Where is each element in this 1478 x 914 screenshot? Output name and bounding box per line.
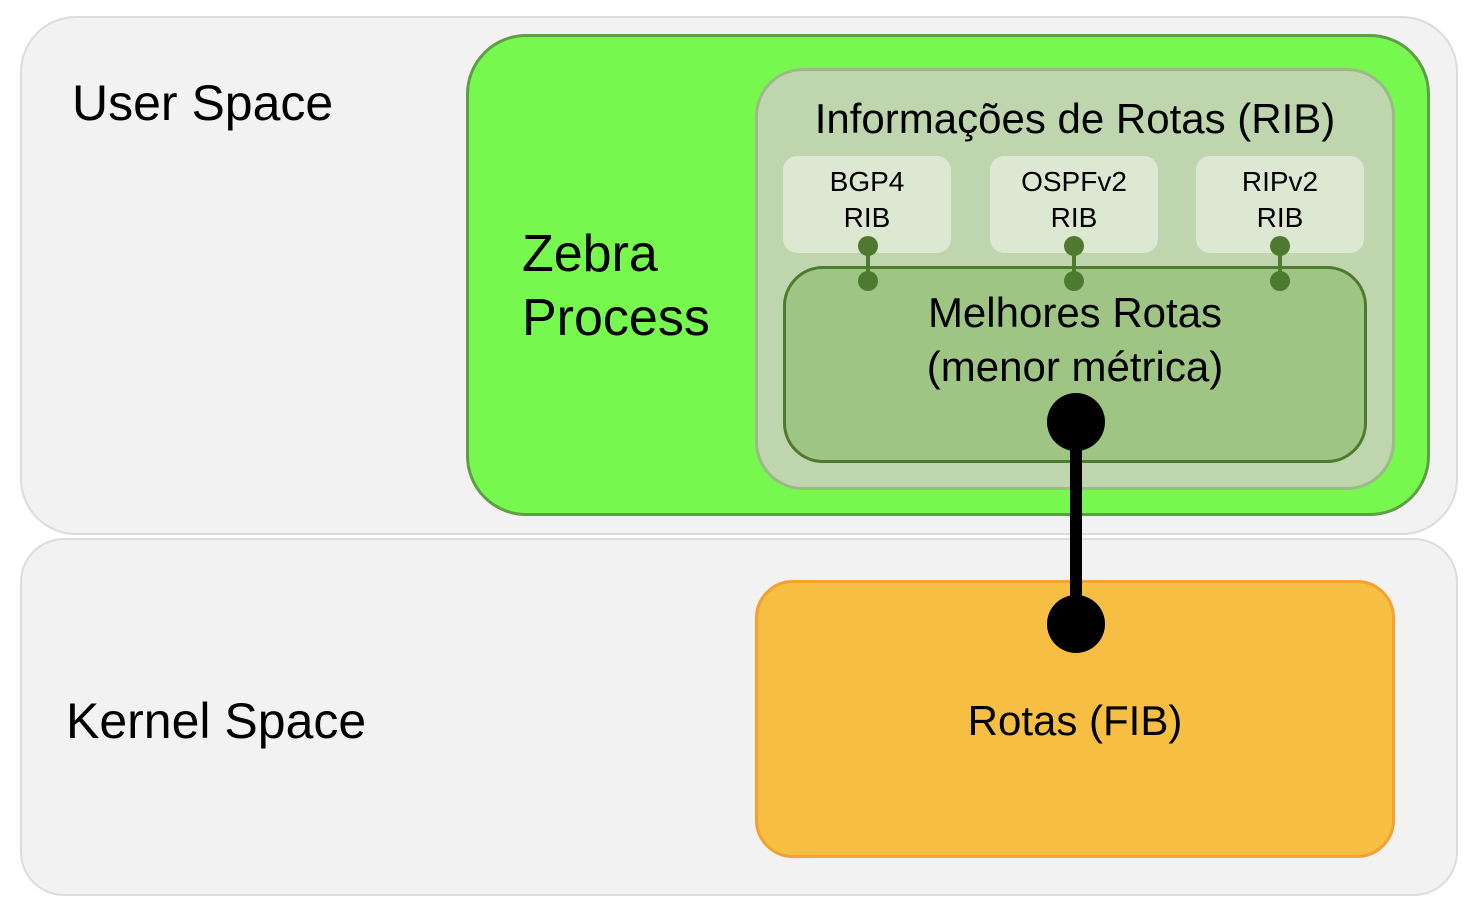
ospfv2-connector [1064,236,1084,291]
bgp4-rib-box: BGP4 RIB [783,156,951,253]
bgp4-connector [858,236,878,291]
user-space-label: User Space [72,75,334,131]
rib-title: Informações de Rotas (RIB) [814,95,1336,142]
ripv2-rib-label: RIPv2 RIB [1241,166,1319,233]
fib-label: Rotas (FIB) [967,697,1183,744]
ospfv2-rib-label: OSPFv2 RIB [1021,166,1127,233]
bgp4-rib-label: BGP4 RIB [829,166,905,233]
ripv2-connector [1270,236,1290,291]
zebra-process-label: Zebra Process [522,225,710,347]
kernel-space-label: Kernel Space [66,693,367,749]
best-routes-label: Melhores Rotas (menor métrica) [926,289,1224,390]
best-to-fib-connector [1047,393,1105,653]
